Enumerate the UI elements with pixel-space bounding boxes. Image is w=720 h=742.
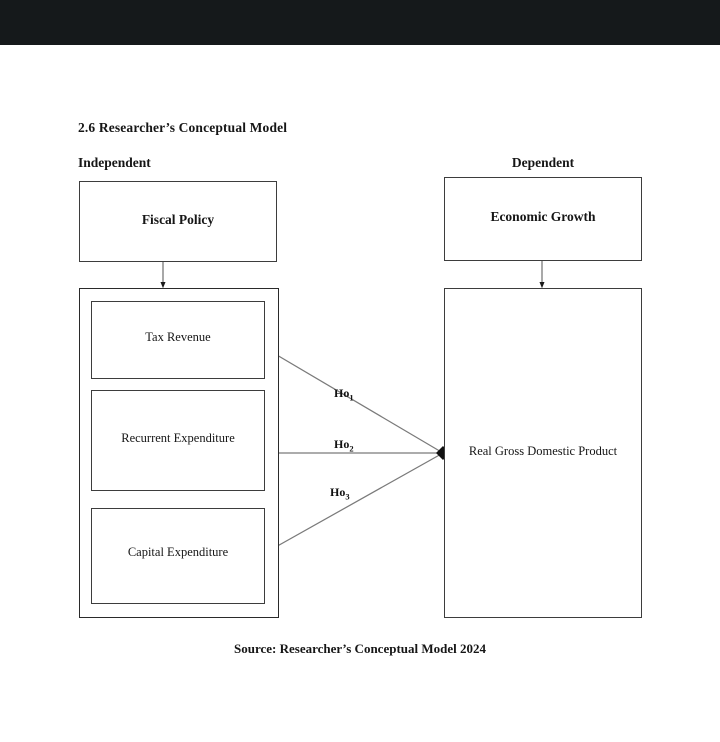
hypothesis-label-ho1: Ho1 — [334, 386, 354, 402]
page-title: 2.6 Researcher’s Conceptual Model — [78, 120, 288, 135]
node-real-gross-domestic-product: Real Gross Domestic Product — [444, 288, 642, 618]
node-capital-expenditure: Capital Expenditure — [91, 508, 265, 604]
node-economic-growth: Economic Growth — [444, 177, 642, 261]
source-caption: Source: Researcher’s Conceptual Model 20… — [233, 641, 487, 656]
node-rgdp-label: Real Gross Domestic Product — [468, 444, 618, 458]
column-caption-dependent: Dependent — [511, 155, 575, 170]
node-tax-revenue: Tax Revenue — [91, 301, 265, 379]
node-fiscal-policy-label: Fiscal Policy — [141, 212, 215, 227]
hypothesis-ho2-subscript: 2 — [349, 443, 354, 454]
node-economic-growth-label: Economic Growth — [490, 209, 596, 224]
node-capital-expenditure-label: Capital Expenditure — [127, 545, 229, 559]
hypothesis-ho1-subscript: 1 — [349, 392, 354, 403]
column-caption-independent: Independent — [78, 155, 151, 170]
node-fiscal-policy: Fiscal Policy — [79, 181, 277, 262]
hypothesis-ho3-subscript: 3 — [345, 491, 350, 502]
hypothesis-ho3-base: Ho — [330, 485, 346, 499]
hypothesis-label-ho2: Ho2 — [334, 437, 354, 453]
node-tax-revenue-label: Tax Revenue — [145, 330, 211, 344]
top-dark-bar — [0, 0, 720, 45]
hypothesis-ho1-base: Ho — [334, 386, 350, 400]
connector-ho3 — [264, 452, 444, 554]
hypothesis-label-ho3: Ho3 — [330, 485, 350, 501]
node-recurrent-expenditure-label: Recurrent Expenditure — [121, 431, 235, 445]
hypothesis-ho2-base: Ho — [334, 437, 350, 451]
connector-ho1 — [264, 347, 444, 454]
node-recurrent-expenditure: Recurrent Expenditure — [91, 390, 265, 491]
